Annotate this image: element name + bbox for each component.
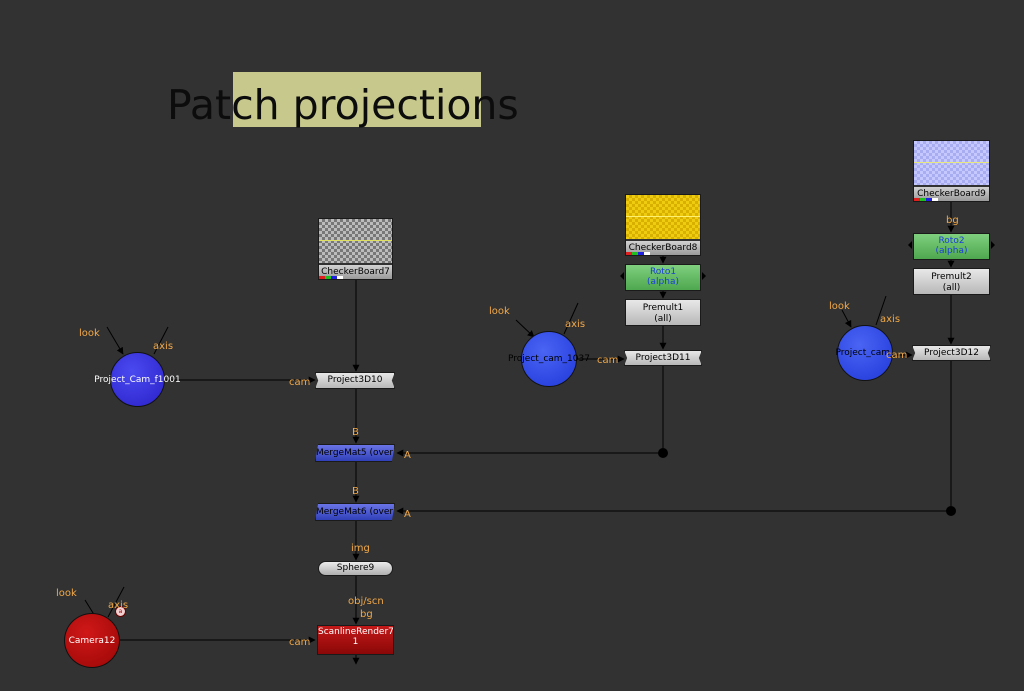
project-cam-f1001-node[interactable]: Project_Cam_f1001 (94, 352, 181, 407)
roto1-mask-input-arrow[interactable] (620, 272, 624, 280)
input-label-b: B (352, 486, 359, 497)
input-label-axis: axis (108, 600, 129, 611)
mergemat5-node[interactable]: MergeMat5 (over) (315, 444, 395, 462)
camera12-node[interactable]: Camera12 (64, 613, 120, 668)
checkerboard9-label: CheckerBoard9 (914, 187, 989, 201)
input-label-cam: cam (289, 377, 311, 388)
input-label-b: B (352, 427, 359, 438)
project-cam-3-node[interactable]: Project_cam_ (835, 325, 895, 381)
input-label-axis: axis (880, 314, 901, 325)
camera12-label: Camera12 (68, 635, 116, 646)
project3d12-node[interactable]: Project3D12 (912, 345, 991, 361)
premult1-node[interactable]: Premult1 (all) (625, 299, 701, 326)
input-label-a: A (404, 450, 411, 461)
backdrop-node[interactable] (233, 72, 481, 127)
checkerboard8-thumbnail (626, 195, 700, 239)
roto1-channel: (alpha) (647, 277, 679, 287)
project-cam-1037-node[interactable]: Project_cam_1037 (508, 331, 590, 387)
input-label-bg: bg (946, 215, 959, 226)
input-label-cam: cam (597, 355, 619, 366)
premult1-label: Premult1 (642, 303, 684, 313)
mergemat5-label: MergeMat5 (over) (316, 448, 397, 458)
project-cam-1037-label: Project_cam_1037 (508, 354, 590, 364)
camera12-status-icon: a (115, 606, 126, 617)
premult2-node[interactable]: Premult2 (all) (913, 268, 990, 295)
checkerboard8-label: CheckerBoard8 (626, 241, 700, 255)
input-label-axis: axis (153, 341, 174, 352)
channel-indicator (914, 198, 944, 201)
input-label-axis: axis (565, 319, 586, 330)
input-label-cam: cam (289, 637, 311, 648)
checkerboard7-thumbnail (319, 219, 392, 263)
scanlinerender-node[interactable]: ScanlineRender7 1 (317, 625, 394, 655)
backdrop-title: Patch projections (167, 81, 519, 129)
mergemat6-label: MergeMat6 (over) (316, 507, 397, 517)
checkerboard7-centerline (319, 240, 392, 241)
roto2-mask-input-arrow[interactable] (908, 241, 912, 249)
roto1-label: Roto1 (649, 267, 677, 277)
input-label-look: look (56, 588, 77, 599)
project3d11-label: Project3D11 (635, 353, 691, 363)
checkerboard7-node[interactable]: CheckerBoard7 (318, 218, 393, 280)
checkerboard8-node[interactable]: CheckerBoard8 (625, 194, 701, 256)
input-label-a: A (404, 509, 411, 520)
checkerboard7-label: CheckerBoard7 (319, 265, 392, 279)
project3d12-label: Project3D12 (924, 348, 979, 358)
checkerboard9-node[interactable]: CheckerBoard9 (913, 140, 990, 202)
premult2-label: Premult2 (931, 272, 972, 282)
sphere9-node[interactable]: Sphere9 (318, 561, 393, 576)
roto2-node[interactable]: Roto2 (alpha) (913, 233, 990, 260)
roto2-label: Roto2 (938, 236, 965, 246)
roto2-channel: (alpha) (935, 246, 968, 256)
input-label-img: img (351, 543, 370, 554)
input-label-obj-scn: obj/scn (348, 596, 384, 607)
channel-indicator (626, 252, 656, 255)
scanlinerender-label-suffix: 1 (352, 637, 359, 647)
project3d11-node[interactable]: Project3D11 (624, 350, 702, 366)
input-label-cam: cam (886, 350, 908, 361)
checkerboard9-thumbnail (914, 141, 989, 185)
project3d10-label: Project3D10 (327, 375, 383, 385)
input-label-look: look (79, 328, 100, 339)
checkerboard8-centerline (626, 216, 700, 217)
channel-indicator (319, 276, 349, 279)
project-cam-f1001-label: Project_Cam_f1001 (94, 374, 181, 385)
sphere9-label: Sphere9 (336, 563, 375, 573)
roto1-output-arrow[interactable] (702, 272, 706, 280)
project-cam-3-label: Project_cam_ (835, 348, 895, 358)
roto1-node[interactable]: Roto1 (alpha) (625, 264, 701, 291)
premult2-channel: (all) (942, 283, 961, 293)
input-label-look: look (489, 306, 510, 317)
roto2-output-arrow[interactable] (991, 241, 995, 249)
input-label-look: look (829, 301, 850, 312)
mergemat6-node[interactable]: MergeMat6 (over) (315, 503, 395, 521)
scanlinerender-label: ScanlineRender7 (318, 627, 394, 637)
checkerboard9-centerline (914, 162, 989, 163)
project3d10-node[interactable]: Project3D10 (315, 372, 395, 389)
input-label-bg: bg (360, 609, 373, 620)
premult1-channel: (all) (654, 314, 672, 324)
